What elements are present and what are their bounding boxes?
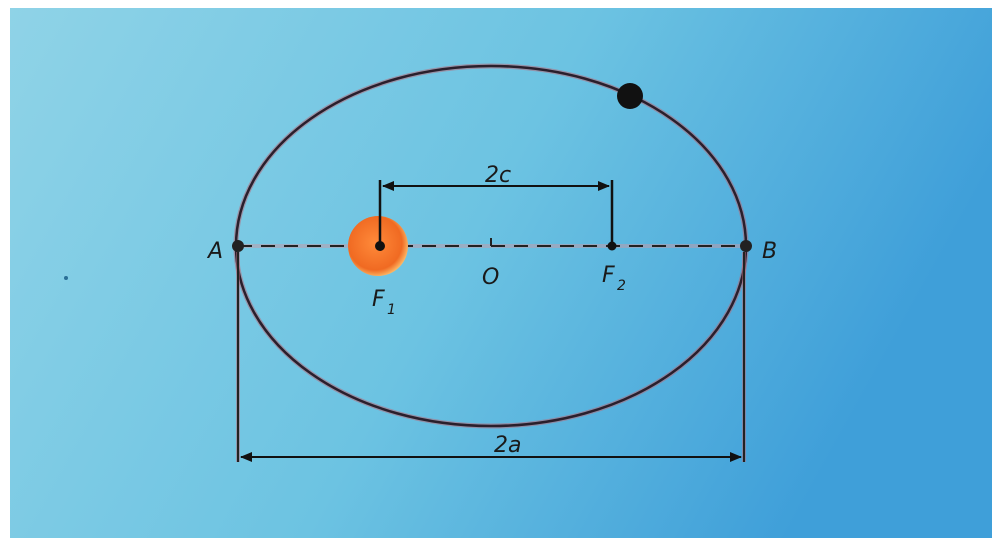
label-focus-2-sub: 2 — [617, 278, 626, 294]
point-a-dot — [232, 240, 244, 252]
label-point-a: A — [206, 239, 223, 264]
label-focal-distance: 2c — [485, 163, 511, 188]
planet-icon — [617, 83, 643, 109]
label-point-b: B — [762, 239, 777, 264]
label-focus-2: F — [602, 263, 615, 288]
speck — [64, 276, 68, 280]
label-focus-1-sub: 1 — [387, 302, 396, 318]
label-major-axis: 2a — [494, 433, 521, 458]
background-panel — [10, 8, 992, 538]
label-center: O — [482, 265, 499, 290]
point-b-dot — [740, 240, 752, 252]
label-focus-1: F — [372, 287, 385, 312]
